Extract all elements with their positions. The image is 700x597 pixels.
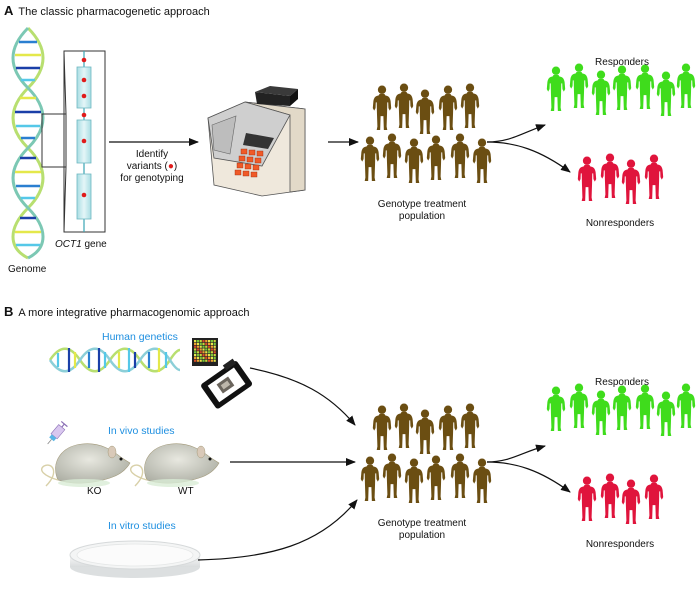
population-label-line-1: Genotype treatment: [377, 518, 467, 529]
oct1-gene-diagram: [76, 51, 92, 232]
panel-b-title-text: A more integrative pharmacogenomic appro…: [18, 307, 250, 319]
syringe-icon: [47, 421, 68, 445]
person-figure-responder: [546, 66, 566, 111]
array-scanner-icon: [201, 358, 253, 409]
microarray-chip-icon: [192, 338, 218, 366]
person-figure-nonresponder: [644, 474, 664, 519]
person-figure-population: [460, 403, 480, 448]
person-figure-population: [426, 135, 446, 180]
person-figure-responder: [656, 391, 676, 436]
person-figure-population: [415, 89, 435, 134]
person-figure-population: [372, 85, 392, 130]
responders-b-group: [546, 383, 696, 436]
person-figure-nonresponder: [600, 473, 620, 518]
panel-a-letter: A: [4, 3, 14, 18]
person-figure-population: [438, 85, 458, 130]
person-figure-nonresponder: [577, 156, 597, 201]
ko-label: KO: [87, 486, 102, 497]
panel-b-letter: B: [4, 304, 14, 319]
person-figure-population: [426, 455, 446, 500]
person-figure-population: [394, 403, 414, 448]
person-figure-population: [460, 83, 480, 128]
person-figure-population: [438, 405, 458, 450]
arrow-to-nonresponders-b: [486, 461, 571, 493]
person-figure-population: [404, 458, 424, 503]
population-b-group: [360, 403, 492, 503]
gene-name: OCT1: [55, 239, 82, 250]
person-figure-responder: [656, 71, 676, 116]
genotyping-machine-icon: [207, 86, 306, 197]
responders-label-b: Responders: [595, 377, 649, 388]
mouse-ko-icon: [41, 443, 131, 487]
nonresponders-b-group: [577, 473, 664, 524]
population-label-line-1: Genotype treatment: [377, 199, 467, 210]
person-figure-responder: [569, 383, 589, 428]
person-figure-nonresponder: [600, 153, 620, 198]
person-figure-nonresponder: [577, 476, 597, 521]
person-figure-population: [415, 409, 435, 454]
panel-b-title: B A more integrative pharmacogenomic appr…: [4, 304, 250, 319]
identify-variants-label: Identify variants (●) for genotyping: [112, 149, 192, 185]
arrow-to-responders-a: [486, 124, 546, 143]
person-figure-responder: [546, 386, 566, 431]
person-figure-responder: [612, 385, 632, 430]
wt-label: WT: [178, 486, 194, 497]
population-a-group: [360, 83, 492, 183]
person-figure-population: [472, 138, 492, 183]
person-figure-population: [450, 133, 470, 178]
human-genetics-label: Human genetics: [102, 331, 178, 343]
arrow-genetics-to-population: [249, 367, 356, 426]
oct1-gene-label: OCT1 gene: [55, 239, 107, 251]
responders-a-group: [546, 63, 696, 116]
panel-a-title: A The classic pharmacogenetic approach: [4, 3, 210, 18]
in-vitro-label: In vitro studies: [108, 520, 176, 532]
variant-dots: [81, 57, 87, 198]
person-figure-population: [450, 453, 470, 498]
person-figure-population: [372, 405, 392, 450]
person-figure-population: [382, 133, 402, 178]
population-label-a: Genotype treatment population: [360, 199, 484, 223]
arrow-to-nonresponders-a: [486, 141, 571, 173]
person-figure-responder: [569, 63, 589, 108]
responders-label-a: Responders: [595, 57, 649, 68]
population-label-b: Genotype treatment population: [360, 518, 484, 542]
nonresponders-a-group: [577, 153, 664, 204]
person-figure-population: [360, 456, 380, 501]
nonresponders-label-a: Nonresponders: [585, 218, 655, 229]
arrow-to-responders-b: [486, 444, 546, 463]
person-figure-responder: [635, 384, 655, 429]
person-figure-population: [382, 453, 402, 498]
population-label-line-2: population: [398, 211, 446, 222]
person-figure-responder: [612, 65, 632, 110]
person-figure-population: [394, 83, 414, 128]
person-figure-responder: [676, 63, 696, 108]
arrow-invitro-to-population: [197, 499, 358, 561]
person-figure-nonresponder: [621, 479, 641, 524]
dna-helix-horizontal-icon: [48, 347, 181, 373]
petri-dish-icon: [69, 540, 201, 578]
person-figure-nonresponder: [644, 154, 664, 199]
step-line-3: for genotyping: [120, 173, 184, 184]
population-label-line-2: population: [398, 530, 446, 541]
person-figure-population: [472, 458, 492, 503]
in-vivo-label: In vivo studies: [108, 425, 175, 437]
genome-label: Genome: [8, 264, 47, 275]
gene-zoom-bracket: [41, 50, 106, 233]
person-figure-responder: [676, 383, 696, 428]
panel-a-title-text: The classic pharmacogenetic approach: [18, 6, 210, 18]
nonresponders-label-b: Nonresponders: [585, 539, 655, 550]
person-figure-responder: [591, 70, 611, 115]
dna-helix-icon: [11, 26, 45, 260]
step-line-2: variants (●): [126, 161, 178, 172]
gene-suffix: gene: [81, 239, 107, 250]
mouse-wt-icon: [130, 443, 220, 487]
person-figure-population: [404, 138, 424, 183]
person-figure-population: [360, 136, 380, 181]
person-figure-responder: [591, 390, 611, 435]
person-figure-responder: [635, 64, 655, 109]
person-figure-nonresponder: [621, 159, 641, 204]
step-line-1: Identify: [135, 149, 169, 160]
